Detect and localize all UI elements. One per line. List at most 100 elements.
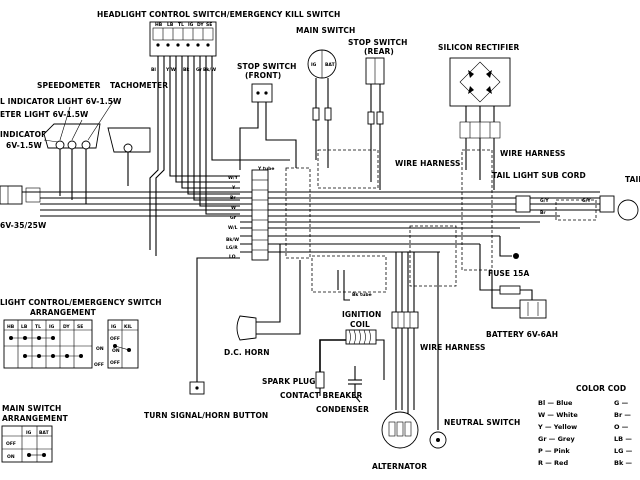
switch-tag-tl: TL [178,22,184,28]
hl-col-ig: IG [49,324,55,330]
main-col-bat: BAT [39,430,50,436]
hl-side-off-1: OFF [110,336,120,342]
main-col-ig: IG [26,430,32,436]
tachometer-housing [107,127,151,153]
color-code-item-right: Bk — [614,459,633,467]
meter-leader-lines [43,99,115,143]
contact-breaker-label: CONTACT BREAKER [280,391,362,400]
main-arrangement-table: IG BAT OFF ON [1,425,53,463]
speedometer-label: SPEEDOMETER [37,81,101,90]
meter-light-label: ETER LIGHT 6V-1.5W [0,110,89,119]
hl-side-off-2: OFF [110,360,120,366]
wire-harness-label-top: WIRE HARNESS [395,159,461,168]
color-code-item: W — White [538,411,578,419]
dc-horn-label: D.C. HORN [224,348,270,357]
wire-tag-wy: W/Y [228,175,239,181]
tail-light-label: TAIL [625,175,640,184]
wire-tag-bkw: Bk/W [226,237,239,243]
switch-lead-yw: Y/W [165,67,176,73]
condenser-symbol [348,366,362,403]
alternator-label: ALTERNATOR [372,462,427,471]
main-switch: IG BAT [307,49,337,168]
hl-arrangement-table: HB LB TL IG DY SE ON OFF IG KIL OFF ON O… [3,319,139,369]
fuse [479,244,533,300]
color-code-item-right: G — [614,399,629,407]
switch-tag-hb: HB [155,22,163,28]
switch-lead-bl: Bl [151,67,156,73]
stop-switch-front [239,83,297,170]
switch-lead-gr: Gr [196,67,203,73]
hl-col-tl: TL [35,324,41,330]
indicator-label: INDICATOR [0,130,47,139]
stop-switch-front-label: STOP SWITCH [237,62,296,71]
color-code-item: P — Pink [538,447,570,455]
color-code-title: COLOR COD [576,384,626,393]
main-switch-ig: IG [311,62,317,68]
turn-signal-label: TURN SIGNAL/HORN BUTTON [144,411,268,420]
hl-side-kil: KIL [124,324,132,330]
bk-tube-label: Bk tube [352,292,372,298]
color-code-list: Bl — Blue W — White Y — Yellow Gr — Grey… [537,399,633,467]
wire-tag-gy-2: G/Y [582,198,591,204]
hl-col-dy: DY [63,324,70,330]
ignition-coil-sub: COIL [350,320,370,329]
hl-row-on: ON [96,346,104,352]
color-code-item: Gr — Grey [538,435,576,443]
headlight-switch-label: HEADLIGHT CONTROL SWITCH/EMERGENCY KILL … [97,10,340,19]
condenser-label: CONDENSER [316,405,369,414]
ignition-coil [319,270,385,380]
switch-lead-bkw: Bk/W [203,67,216,73]
stop-switch-rear [365,57,385,190]
headlight-watt-label: 6V-35/25W [0,221,47,230]
color-code-item-right: LB — [614,435,632,443]
wire-tag-wl: W/L [228,225,238,231]
ignition-coil-label: IGNITION [342,310,381,319]
switch-tag-dy: DY [197,22,204,28]
switch-tag-lb: LB [167,22,174,28]
wire-tag-y: Y [231,185,236,191]
tachometer-label: TACHOMETER [110,81,168,90]
wire-tag-w: W [231,205,236,211]
hl-col-hb: HB [7,324,15,330]
dc-horn [236,244,301,341]
tail-light-sub-cord-label: TAIL LIGHT SUB CORD [492,171,586,180]
stop-switch-rear-sub: (REAR) [364,47,394,56]
indicator-light-label: L INDICATOR LIGHT 6V-1.5W [0,97,122,106]
wire-tag-lgr: LG/R [226,245,238,251]
stop-switch-rear-label: STOP SWITCH [348,38,407,47]
switch-lead-bk: Bk [183,67,190,73]
main-row-off: OFF [6,441,16,447]
hl-row-off: OFF [94,362,104,368]
silicon-rectifier [449,57,511,190]
y-tube-label: Y tube [257,166,274,172]
wire-harness-label-lower: WIRE HARNESS [420,343,486,352]
color-code-item-right: LG — [614,447,633,455]
turn-signal-horn-button [189,257,240,395]
ground-symbol [499,236,519,259]
indicator-watt-label: 6V-1.5W [6,141,42,150]
hl-col-lb: LB [21,324,28,330]
color-code-item: R — Red [538,459,568,467]
main-switch-bat: BAT [325,62,336,68]
tail-light-connectors: G/Y G/Y Br [515,195,639,221]
wire-tag-br: Br [230,195,236,201]
wire-tag-gr: Gr [230,215,237,221]
neutral-switch-label: NEUTRAL SWITCH [444,418,520,427]
color-code-item: Bl — Blue [538,399,573,407]
main-arrangement-sub: ARRANGEMENT [2,414,69,423]
wire-tag-gy-1: G/Y [540,198,549,204]
alternator [381,411,419,449]
main-switch-label: MAIN SWITCH [296,26,355,35]
battery-label: BATTERY 6V-6AH [486,330,558,339]
switch-loom-wires [149,72,290,256]
hl-side-ig: IG [111,324,117,330]
spark-plug [315,371,325,396]
hl-col-se: SE [77,324,83,330]
headlight-switch-connector: HB LB TL IG DY SE Bl Y/W Bk Gr Bk/W [149,21,217,73]
color-code-item-right: Br — [614,411,631,419]
main-arrangement-title: MAIN SWITCH [2,404,61,413]
headlight-connector [0,185,41,205]
left-connector-column: W/Y Y tube Y Br W Gr W/L Bk/W LG/R LO [226,166,274,261]
harness-dashed-outlines [285,149,597,293]
